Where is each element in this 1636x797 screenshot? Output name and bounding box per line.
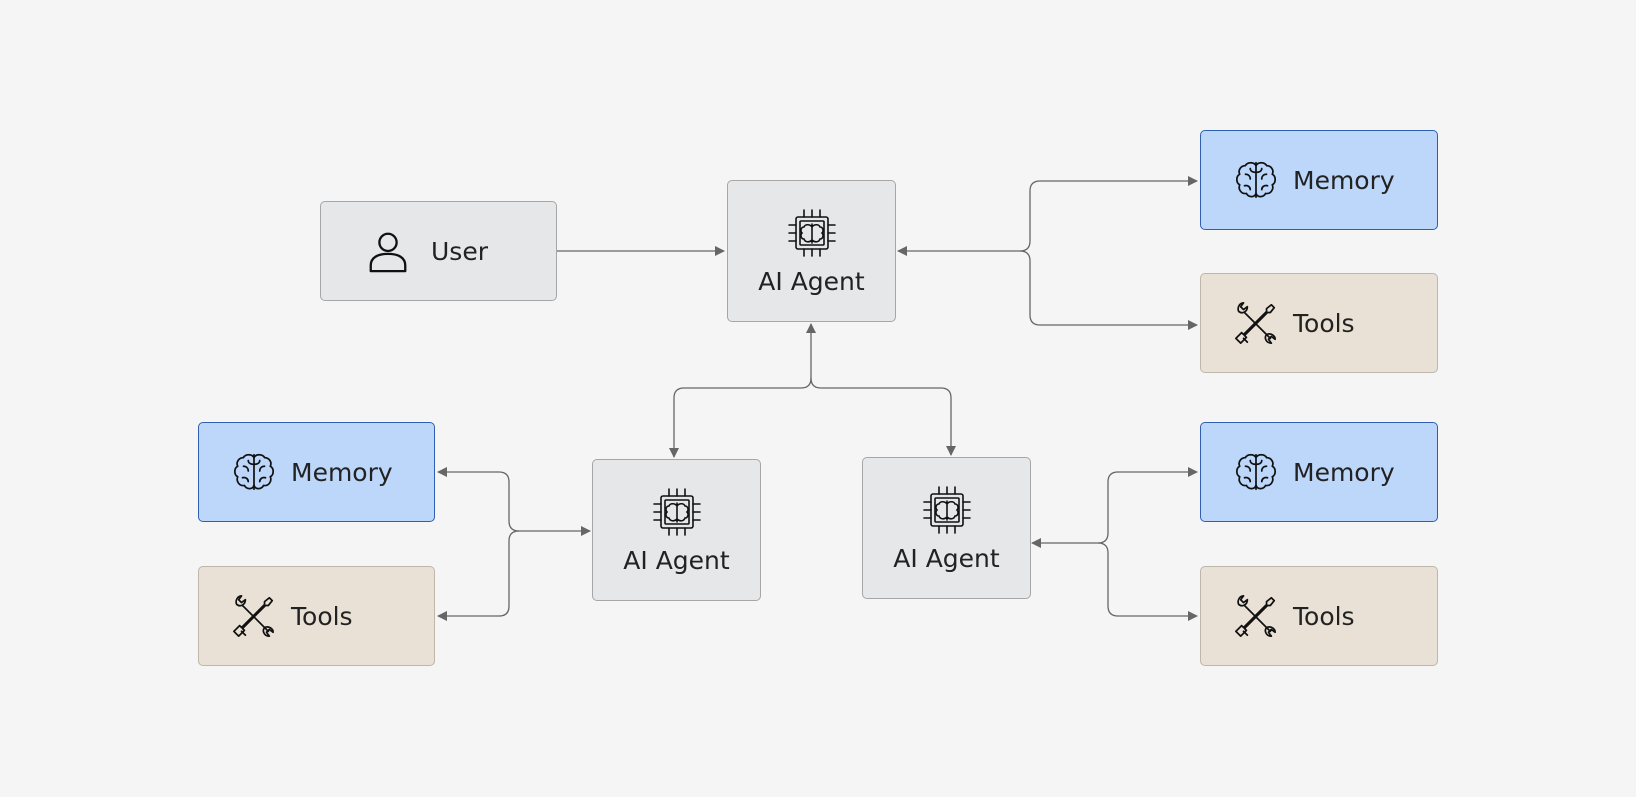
memory-right-label: Memory	[1293, 457, 1395, 487]
ai-agent-left-node[interactable]: AI Agent	[592, 459, 761, 601]
edge-agent-right-tools	[1097, 542, 1198, 621]
edge-agent-left-memory	[437, 467, 591, 536]
edge-agent-main-to-agent-right	[810, 377, 956, 456]
tools-icon	[231, 593, 277, 639]
edge-agent-memory-top	[897, 176, 1198, 256]
ai-chip-brain-icon	[921, 484, 973, 536]
edge-agent-right-memory	[1031, 467, 1198, 548]
ai-agent-right-label: AI Agent	[893, 543, 1000, 573]
ai-chip-brain-icon	[651, 486, 703, 538]
ai-agent-main-node[interactable]: AI Agent	[727, 180, 896, 322]
user-label: User	[431, 236, 488, 266]
brain-icon	[1233, 157, 1279, 203]
memory-top-node[interactable]: Memory	[1200, 130, 1438, 230]
tools-icon	[1233, 593, 1279, 639]
tools-top-node[interactable]: Tools	[1200, 273, 1438, 373]
tools-top-label: Tools	[1293, 308, 1355, 338]
brain-icon	[1233, 449, 1279, 495]
tools-right-label: Tools	[1293, 601, 1355, 631]
ai-agent-right-node[interactable]: AI Agent	[862, 457, 1031, 599]
tools-left-node[interactable]: Tools	[198, 566, 435, 666]
memory-right-node[interactable]: Memory	[1200, 422, 1438, 522]
user-icon	[365, 228, 411, 274]
ai-agent-main-label: AI Agent	[758, 266, 865, 296]
tools-icon	[1233, 300, 1279, 346]
edge-agent-left-tools	[437, 530, 520, 621]
tools-right-node[interactable]: Tools	[1200, 566, 1438, 666]
ai-chip-brain-icon	[786, 207, 838, 259]
memory-left-node[interactable]: Memory	[198, 422, 435, 522]
edge-agent-main-to-agent-left	[669, 323, 816, 458]
brain-icon	[231, 449, 277, 495]
tools-left-label: Tools	[291, 601, 353, 631]
user-node[interactable]: User	[320, 201, 557, 301]
edge-agent-tools-top	[1019, 250, 1198, 330]
ai-agent-left-label: AI Agent	[623, 545, 730, 575]
memory-top-label: Memory	[1293, 165, 1395, 195]
memory-left-label: Memory	[291, 457, 393, 487]
